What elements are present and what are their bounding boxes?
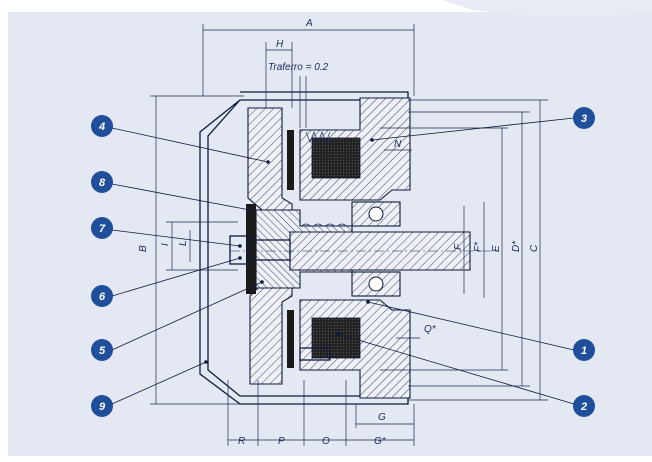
- svg-text:7: 7: [99, 223, 106, 235]
- dim-label-F: F: [453, 243, 464, 250]
- dim-label-Q-star: Q*: [424, 324, 437, 335]
- corner-decoration: [442, 0, 652, 16]
- dim-label-B: B: [138, 245, 149, 252]
- bearing-ball-upper: [368, 206, 384, 222]
- dim-label-E: E: [491, 245, 502, 252]
- callout-8: 8: [91, 171, 113, 193]
- set-screw-lower: [299, 347, 331, 361]
- callout-1: 1: [573, 339, 595, 361]
- callout-7: 7: [91, 217, 113, 239]
- screw-body: [247, 239, 291, 261]
- washer: [246, 204, 256, 294]
- callout-3: 3: [573, 107, 595, 129]
- dim-label-G-star: G*: [374, 436, 387, 447]
- dim-label-G: G: [378, 412, 386, 423]
- bearing-ball-lower: [368, 276, 384, 292]
- dim-label-A: A: [305, 18, 313, 29]
- callout-6: 6: [91, 285, 113, 307]
- svg-text:6: 6: [99, 291, 106, 303]
- dim-label-C: C: [529, 244, 540, 252]
- svg-text:4: 4: [98, 121, 105, 133]
- svg-text:2: 2: [580, 401, 587, 413]
- svg-text:8: 8: [99, 177, 106, 189]
- callout-5: 5: [91, 339, 113, 361]
- svg-text:3: 3: [581, 113, 587, 125]
- dim-label-D-star: D*: [511, 240, 522, 252]
- air-gap-label: Traferro = 0.2: [268, 62, 329, 73]
- dim-label-I: I: [160, 243, 171, 246]
- svg-text:1: 1: [581, 345, 587, 357]
- svg-text:9: 9: [99, 401, 106, 413]
- dim-label-H: H: [276, 39, 284, 50]
- svg-text:5: 5: [99, 345, 106, 357]
- armature-plate-lower: [249, 271, 293, 385]
- dim-label-R: R: [238, 436, 245, 447]
- dim-label-L: L: [178, 240, 189, 246]
- dim-label-N: N: [394, 139, 402, 150]
- dim-label-F-star: F*: [473, 241, 484, 252]
- coil-upper: [311, 137, 361, 179]
- callout-9: 9: [91, 395, 113, 417]
- callout-2: 2: [573, 395, 595, 417]
- callout-4: 4: [91, 115, 113, 137]
- dim-label-P: P: [278, 436, 285, 447]
- friction-lining-lower: [287, 310, 294, 368]
- spring-upper: [305, 131, 331, 143]
- dim-label-O: O: [322, 436, 330, 447]
- friction-lining-upper: [287, 130, 294, 190]
